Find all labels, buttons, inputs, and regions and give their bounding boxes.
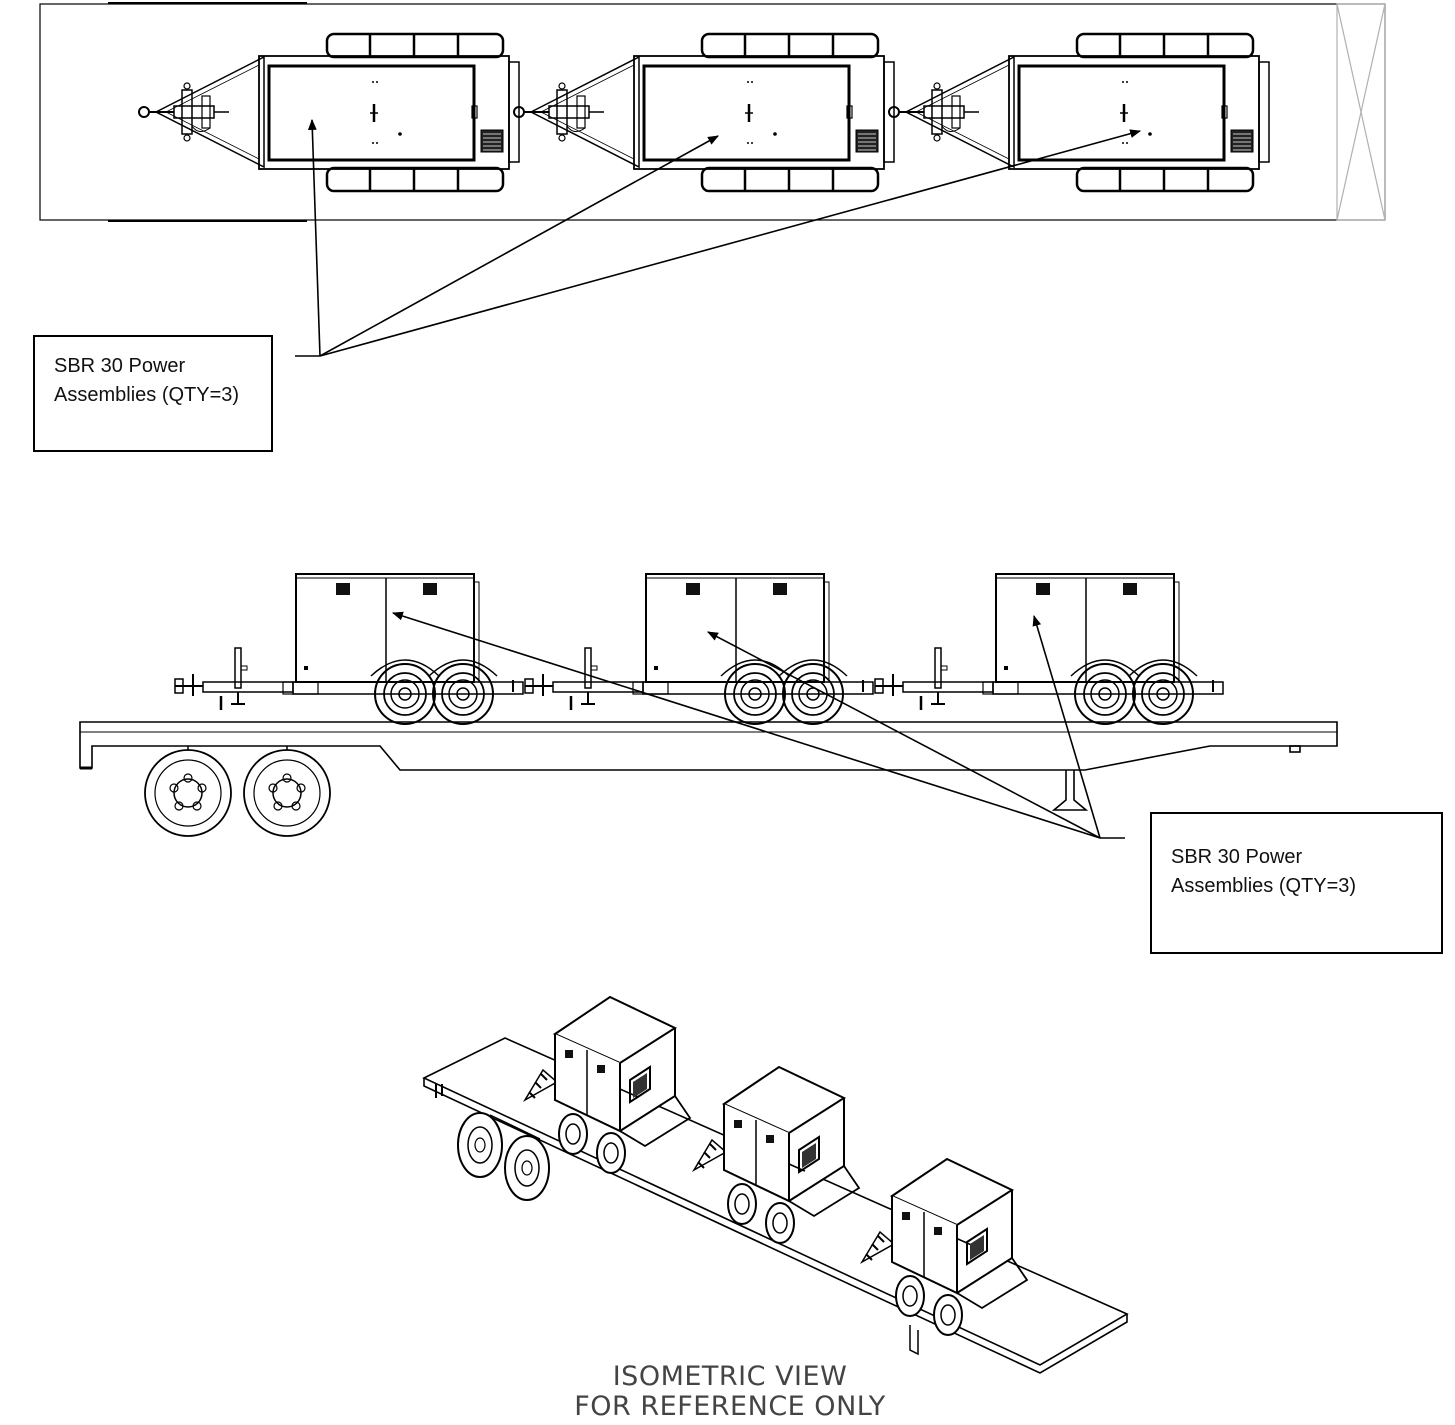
- side-callout-leaders: [391, 611, 1125, 839]
- top-view-flatbed: [39, 3, 1386, 221]
- side-view-flatbed: [79, 721, 1338, 811]
- side-view-trailer-wheels: [144, 746, 331, 837]
- callout-box-side: [1150, 812, 1443, 954]
- side-view: [79, 572, 1338, 837]
- top-view: [39, 2, 1386, 222]
- power-assembly-top-3: [887, 32, 1271, 193]
- power-assembly-top-2: [512, 32, 896, 193]
- callout-label-top: SBR 30 Power Assemblies (QTY=3): [54, 355, 240, 406]
- iso-trailer-wheels: [457, 1112, 550, 1201]
- iso-caption-line2: FOR REFERENCE ONLY: [574, 1391, 886, 1422]
- top-view-trailer-end: [1336, 3, 1386, 221]
- iso-caption-line1: ISOMETRIC VIEW: [612, 1361, 848, 1392]
- power-assembly-side-1: [173, 572, 525, 726]
- power-assembly-side-2: [523, 572, 875, 726]
- power-assembly-top-1: [137, 32, 521, 193]
- power-assembly-side-3: [873, 572, 1225, 726]
- isometric-view: [422, 996, 1129, 1374]
- callout-box-top: [33, 335, 273, 452]
- callout-label-side: SBR 30 Power Assemblies (QTY=3): [1171, 846, 1357, 897]
- top-callout-leaders: [295, 118, 1142, 357]
